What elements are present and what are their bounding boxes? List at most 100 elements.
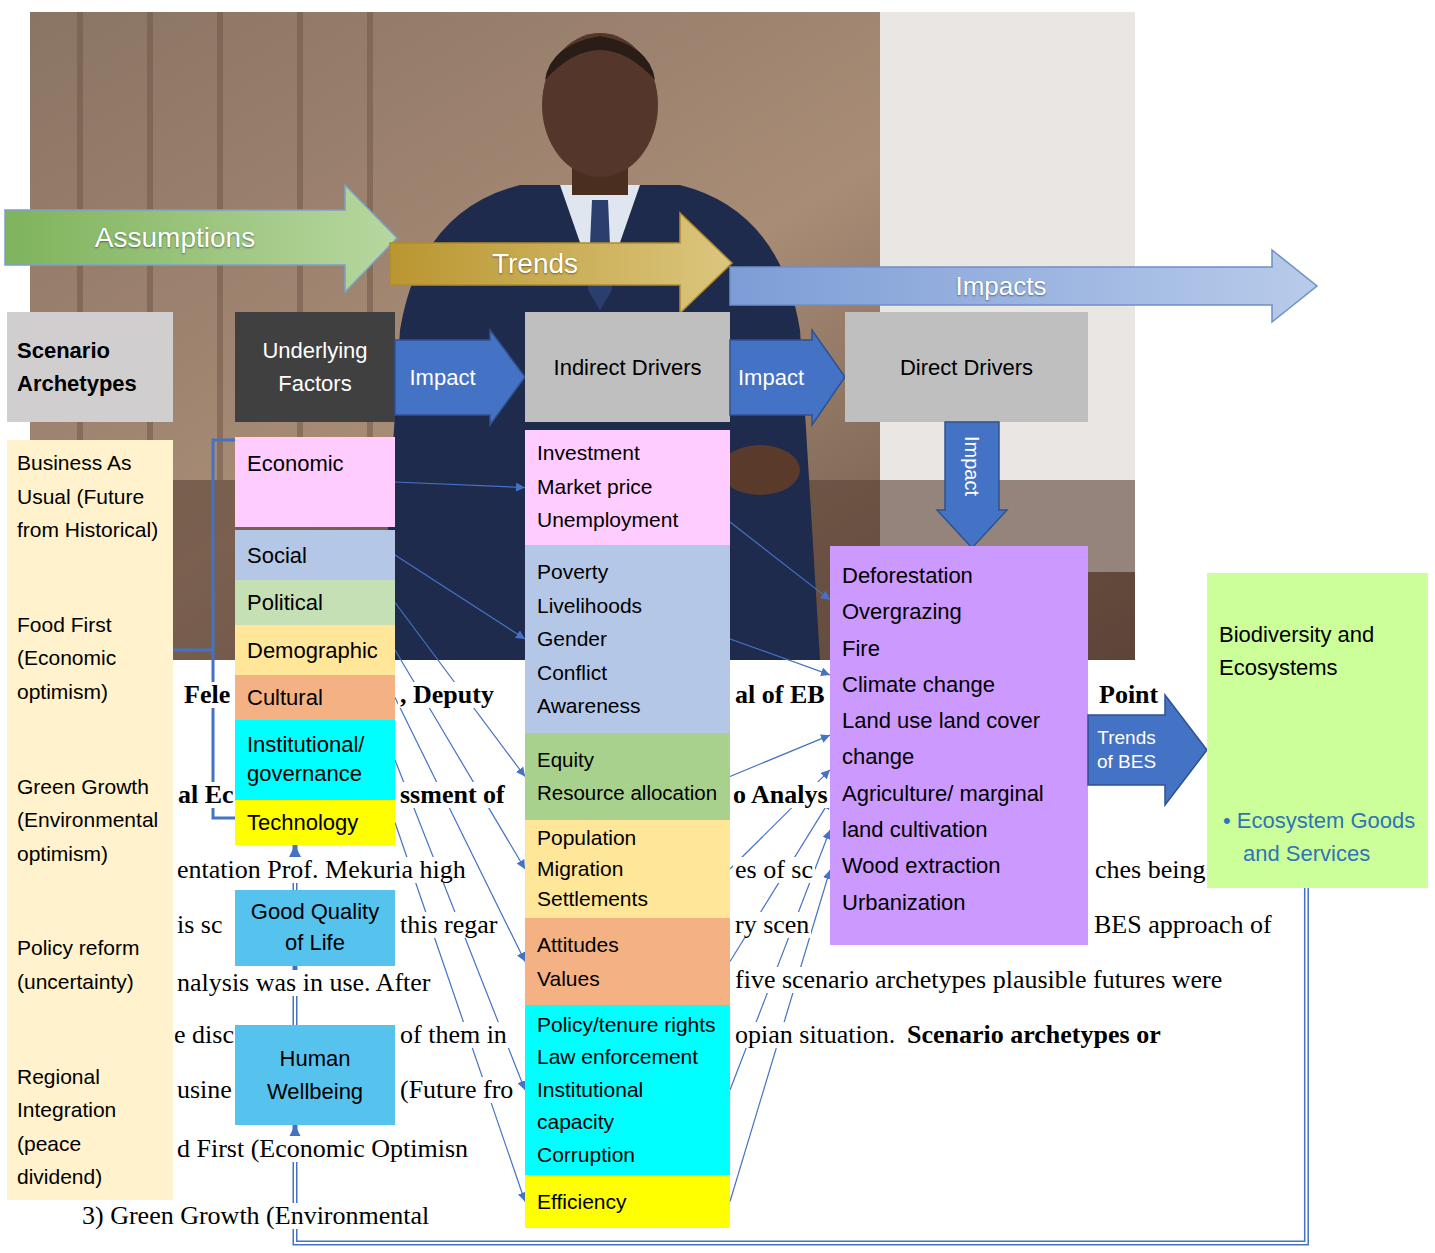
node-text: • Ecosystem Goods and Services [1219,804,1418,870]
assumptions-arrow: Assumptions [5,185,397,292]
node-text: Trends of BES [1090,726,1163,774]
node-text: Conflict [537,656,718,690]
document-text: al of EB [733,682,827,708]
node-text: Impact [397,361,488,394]
factor-box: Institutional/ governance [235,720,395,800]
document-text: Scenario archetypes or [905,1022,1163,1048]
node-text: Human Wellbeing [247,1042,383,1108]
document-text: ssment of [398,782,507,808]
node-text: Corruption [537,1139,718,1172]
document-text: e disc [172,1022,236,1048]
text-area: Impact [395,340,490,415]
node-text: Cultural [247,681,383,714]
arrow-shape [1088,695,1207,805]
direct-driver-box: DeforestationOvergrazingFireClimate chan… [830,546,1088,945]
flow-arrow [395,760,525,1090]
flow-arrow [730,735,830,776]
node-text: Assumptions [9,217,341,259]
text-area: Business As Usual (Future from Historica… [7,440,173,1200]
connector-group [395,760,525,1090]
factor-box: Cultural [235,675,395,720]
text-area: Social [235,530,395,580]
arrow-outline [730,330,845,425]
driver-box: AttitudesValues [525,918,730,1005]
driver-box: Policy/tenure rightsLaw enforcementInsti… [525,1005,730,1175]
flow-arrow [730,522,830,600]
arrow-outline [5,185,397,292]
connector-group [395,650,525,869]
text-area: AttitudesValues [525,918,730,1005]
text-area: Efficiency [525,1175,730,1228]
node-text: Institutional capacity [537,1074,718,1139]
node-text: Settlements [537,884,718,914]
connector-group [730,770,830,869]
column-header: Scenario Archetypes [7,312,173,422]
document-text: entation Prof. Mekuria high [175,857,468,883]
text-area: Scenario Archetypes [7,312,173,422]
node-text: Resource allocation [537,777,718,810]
connector-group [295,888,1306,1243]
connector-group [395,698,525,962]
outcome-box: Biodiversity and Ecosystems • Ecosystem G… [1207,573,1428,888]
impact-arrow: Impact [937,422,1007,548]
node-text: Indirect Drivers [537,351,718,384]
node-text: Attitudes [537,928,718,962]
text-area: Impact [945,422,999,510]
node-text: Trends [394,243,676,285]
document-text: opian situation. [733,1022,897,1048]
node-text: Urbanization [842,885,1076,921]
document-text: 3) Green Growth (Environmental [80,1203,431,1229]
node-text: Values [537,962,718,996]
document-text: d First (Economic Optimisn [175,1136,470,1162]
text-area: Trends [390,243,680,285]
double-line-core [295,888,1306,1243]
flow-arrow [730,770,830,869]
flow-arrow [395,603,525,777]
flow-arrow [395,650,525,869]
driver-box: InvestmentMarket priceUnemployment [525,430,730,545]
node-text: Biodiversity and Ecosystems [1219,618,1418,684]
document-text: es of sc [733,857,815,883]
node-text: Underlying Factors [247,334,383,400]
flow-arrow [395,698,525,962]
node-text: Institutional/ governance [247,731,383,788]
factor-box: Demographic [235,625,395,675]
text-area: Assumptions [5,210,345,265]
node-text: Demographic [247,634,383,667]
node-text: Economic [247,447,383,480]
column-header: Indirect Drivers [525,312,730,422]
text-area: Technology [235,800,395,845]
node-text: Social [247,539,383,572]
node-text: Market price [537,470,718,504]
node-text: Scenario Archetypes [17,334,163,400]
text-area: Economic [235,437,395,527]
flow-arrow [730,830,830,1090]
driver-box: PovertyLivelihoodsGenderConflictAwarenes… [525,545,730,733]
text-area: Cultural [235,675,395,720]
text-area: Institutional/ governance [235,720,395,800]
text-area: PopulationMigrationSettlements [525,820,730,918]
text-area: Human Wellbeing [235,1025,395,1125]
document-text: this regar [398,912,499,938]
driver-box: Efficiency [525,1175,730,1228]
impact-arrow: Impact [395,330,525,425]
arrow-outline [390,213,732,313]
wellbeing-box: Human Wellbeing [235,1025,395,1125]
node-text: Gender [537,622,718,656]
text-area: Indirect Drivers [525,312,730,422]
scenario-list: Business As Usual (Future from Historica… [7,440,173,1200]
text-area: Biodiversity and Ecosystems • Ecosystem G… [1207,573,1428,888]
text-area: Trends of BES [1088,715,1165,785]
column-header: Direct Drivers [845,312,1088,422]
flow-arrow [730,800,830,961]
node-text: Green Growth (Environmental optimism) [17,770,167,871]
flow-arrow [395,482,525,488]
driver-box: EquityResource allocation [525,733,730,820]
node-text: Wood extraction [842,848,1076,884]
document-text: BES approach of [1092,912,1274,938]
node-text: Deforestation [842,558,1076,594]
connector-group [730,735,830,776]
text-area: Direct Drivers [845,312,1088,422]
connector-group [730,800,830,961]
